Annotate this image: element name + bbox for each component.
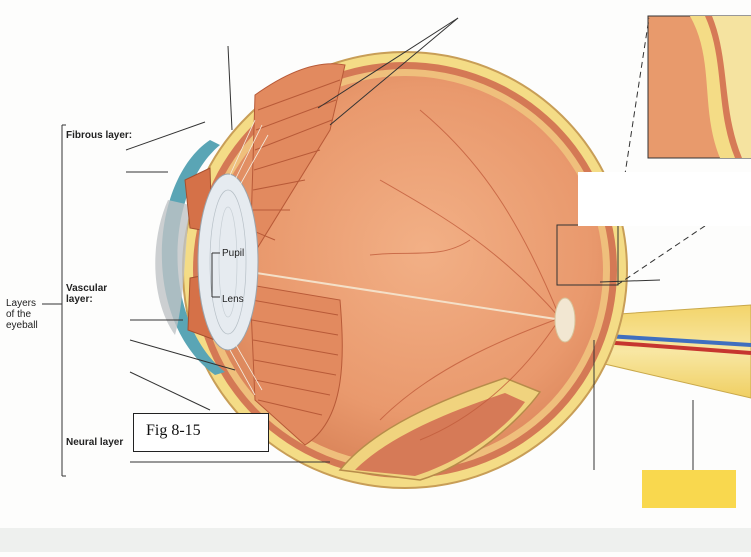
layers-of-eyeball-label: Layers of the eyeball	[6, 298, 38, 331]
lens-label: Lens	[222, 294, 244, 305]
section-line	[249, 271, 576, 323]
figure-caption-box: Fig 8-15	[133, 413, 269, 452]
optic-disc	[554, 297, 576, 343]
leader-lines	[125, 17, 745, 470]
bottom-band	[0, 528, 751, 552]
retinal-vessels	[369, 109, 561, 441]
pupil-label: Pupil	[222, 248, 245, 259]
fibrous-layer-heading: Fibrous layer:	[66, 130, 133, 141]
suspensory-ligaments	[229, 119, 269, 396]
neural-layer-heading: Neural layer	[66, 437, 124, 448]
inset-magnified-view	[647, 15, 751, 159]
layers-bracket	[42, 124, 66, 477]
label-mask-inset	[578, 172, 751, 226]
ciliary-body-lower	[249, 284, 343, 446]
cutaway-flap-inner	[355, 393, 525, 476]
label-mask-top	[460, 0, 630, 48]
answer-box[interactable]	[642, 470, 736, 508]
ciliary-body-upper	[249, 63, 346, 262]
lens	[197, 173, 259, 351]
anterior-chamber	[155, 200, 190, 335]
vascular-layer-heading: Vascular layer:	[66, 283, 108, 305]
